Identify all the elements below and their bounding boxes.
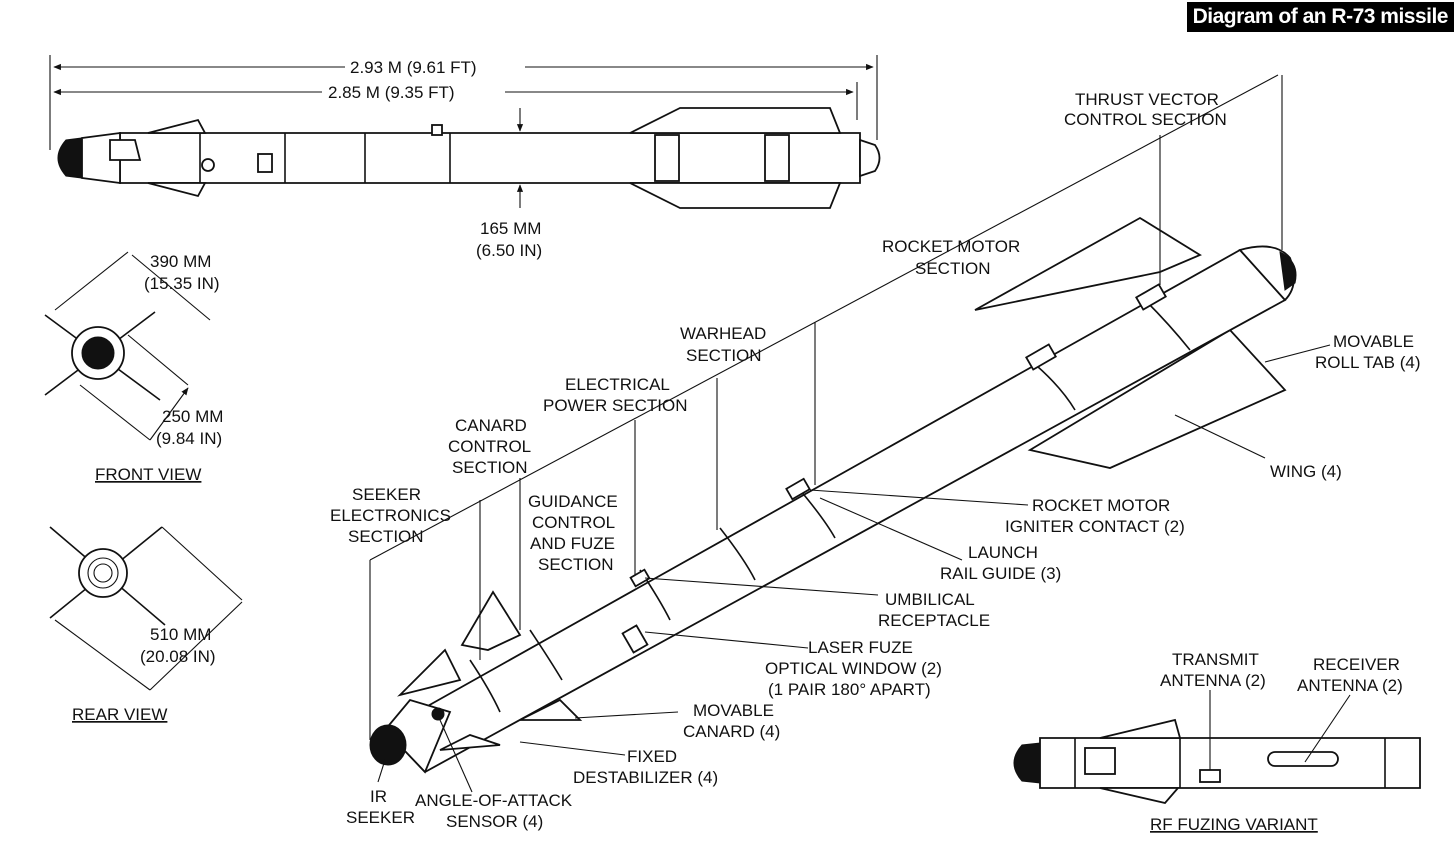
canard-label-2: CANARD (4) xyxy=(683,722,780,741)
umbilical-label-2: RECEPTACLE xyxy=(878,611,990,630)
laser-fuze-label-3: (1 PAIR 180° APART) xyxy=(768,680,931,699)
canard-label-1: MOVABLE xyxy=(693,701,774,720)
section-labels: THRUST VECTOR CONTROL SECTION ROCKET MOT… xyxy=(330,90,1227,574)
front-span1-in: (15.35 IN) xyxy=(144,274,220,293)
rear-view: 510 MM (20.08 IN) REAR VIEW xyxy=(49,526,243,724)
guidance-label-4: SECTION xyxy=(538,555,614,574)
aoa-label-2: SENSOR (4) xyxy=(446,812,543,831)
rear-span-mm: 510 MM xyxy=(150,625,211,644)
main-missile xyxy=(369,74,1297,774)
side-canard xyxy=(397,648,462,697)
canard-control-label-2: CONTROL xyxy=(448,437,531,456)
transmit-label-1: TRANSMIT xyxy=(1172,650,1259,669)
front-span1-mm: 390 MM xyxy=(150,252,211,271)
side-body xyxy=(119,132,861,184)
seeker-elec-label-2: ELECTRONICS xyxy=(330,506,451,525)
rail-guide-label-1: LAUNCH xyxy=(968,543,1038,562)
roll-tab-label-2: ROLL TAB (4) xyxy=(1315,353,1421,372)
front-span2-mm: 250 MM xyxy=(162,407,223,426)
canard-control-label-1: CANARD xyxy=(455,416,527,435)
side-nose xyxy=(57,137,83,179)
rail-guide-label-2: RAIL GUIDE (3) xyxy=(940,564,1061,583)
destabilizer-label-1: FIXED xyxy=(627,747,677,766)
diameter-mm: 165 MM xyxy=(480,219,541,238)
front-span2-in: (9.84 IN) xyxy=(156,429,222,448)
seeker-elec-label-1: SEEKER xyxy=(352,485,421,504)
ir-seeker-label-2: SEEKER xyxy=(346,808,415,827)
canard-control-label-3: SECTION xyxy=(452,458,528,477)
front-view-caption: FRONT VIEW xyxy=(95,465,201,484)
side-view: 2.93 M (9.61 FT) 2.85 M (9.35 FT) 165 MM… xyxy=(49,55,881,260)
section-dividers xyxy=(479,135,1161,660)
electrical-label-2: POWER SECTION xyxy=(543,396,688,415)
laser-fuze-label-2: OPTICAL WINDOW (2) xyxy=(765,659,942,678)
ir-seeker-dome xyxy=(369,724,407,766)
guidance-label-2: CONTROL xyxy=(532,513,615,532)
destabilizer-label-2: DESTABILIZER (4) xyxy=(573,768,718,787)
lower-wing xyxy=(1027,328,1287,469)
rf-variant: TRANSMIT ANTENNA (2) RECEIVER ANTENNA (2… xyxy=(1013,650,1421,834)
transmit-label-2: ANTENNA (2) xyxy=(1160,671,1266,690)
thrust-vector-label-2: CONTROL SECTION xyxy=(1064,110,1227,129)
diameter-in: (6.50 IN) xyxy=(476,241,542,260)
roll-tab-label-1: MOVABLE xyxy=(1333,332,1414,351)
ir-seeker-label-1: IR xyxy=(370,787,387,806)
igniter-label-2: IGNITER CONTACT (2) xyxy=(1005,517,1185,536)
rocket-motor-label-1: ROCKET MOTOR xyxy=(882,237,1020,256)
body-length-label: 2.85 M (9.35 FT) xyxy=(328,83,455,102)
guidance-label-3: AND FUZE xyxy=(530,534,615,553)
rear-view-caption: REAR VIEW xyxy=(72,705,167,724)
receiver-label-2: ANTENNA (2) xyxy=(1297,676,1403,695)
rf-variant-caption: RF FUZING VARIANT xyxy=(1150,815,1318,834)
seeker-elec-label-3: SECTION xyxy=(348,527,424,546)
overall-length-label: 2.93 M (9.61 FT) xyxy=(350,58,477,77)
upper-canard xyxy=(460,590,522,651)
leaders xyxy=(377,344,1331,793)
receiver-label-1: RECEIVER xyxy=(1313,655,1400,674)
umbilical-label-1: UMBILICAL xyxy=(885,590,975,609)
front-view: 390 MM (15.35 IN) 250 MM (9.84 IN) FRONT… xyxy=(44,251,223,484)
warhead-label-2: SECTION xyxy=(686,346,762,365)
rocket-motor-label-2: SECTION xyxy=(915,259,991,278)
electrical-label-1: ELECTRICAL xyxy=(565,375,670,394)
wing-label: WING (4) xyxy=(1270,462,1342,481)
guidance-label-1: GUIDANCE xyxy=(528,492,618,511)
igniter-label-1: ROCKET MOTOR xyxy=(1032,496,1170,515)
laser-fuze-label-1: LASER FUZE xyxy=(808,638,913,657)
upper-wing xyxy=(974,216,1202,311)
diagram-title: Diagram of an R-73 missile xyxy=(1186,2,1454,32)
rear-span-in: (20.08 IN) xyxy=(140,647,216,666)
part-labels: MOVABLE ROLL TAB (4) WING (4) ROCKET MOT… xyxy=(346,332,1421,831)
warhead-label-1: WARHEAD xyxy=(680,324,766,343)
aoa-label-1: ANGLE-OF-ATTACK xyxy=(415,791,573,810)
thrust-vector-label-1: THRUST VECTOR xyxy=(1075,90,1219,109)
